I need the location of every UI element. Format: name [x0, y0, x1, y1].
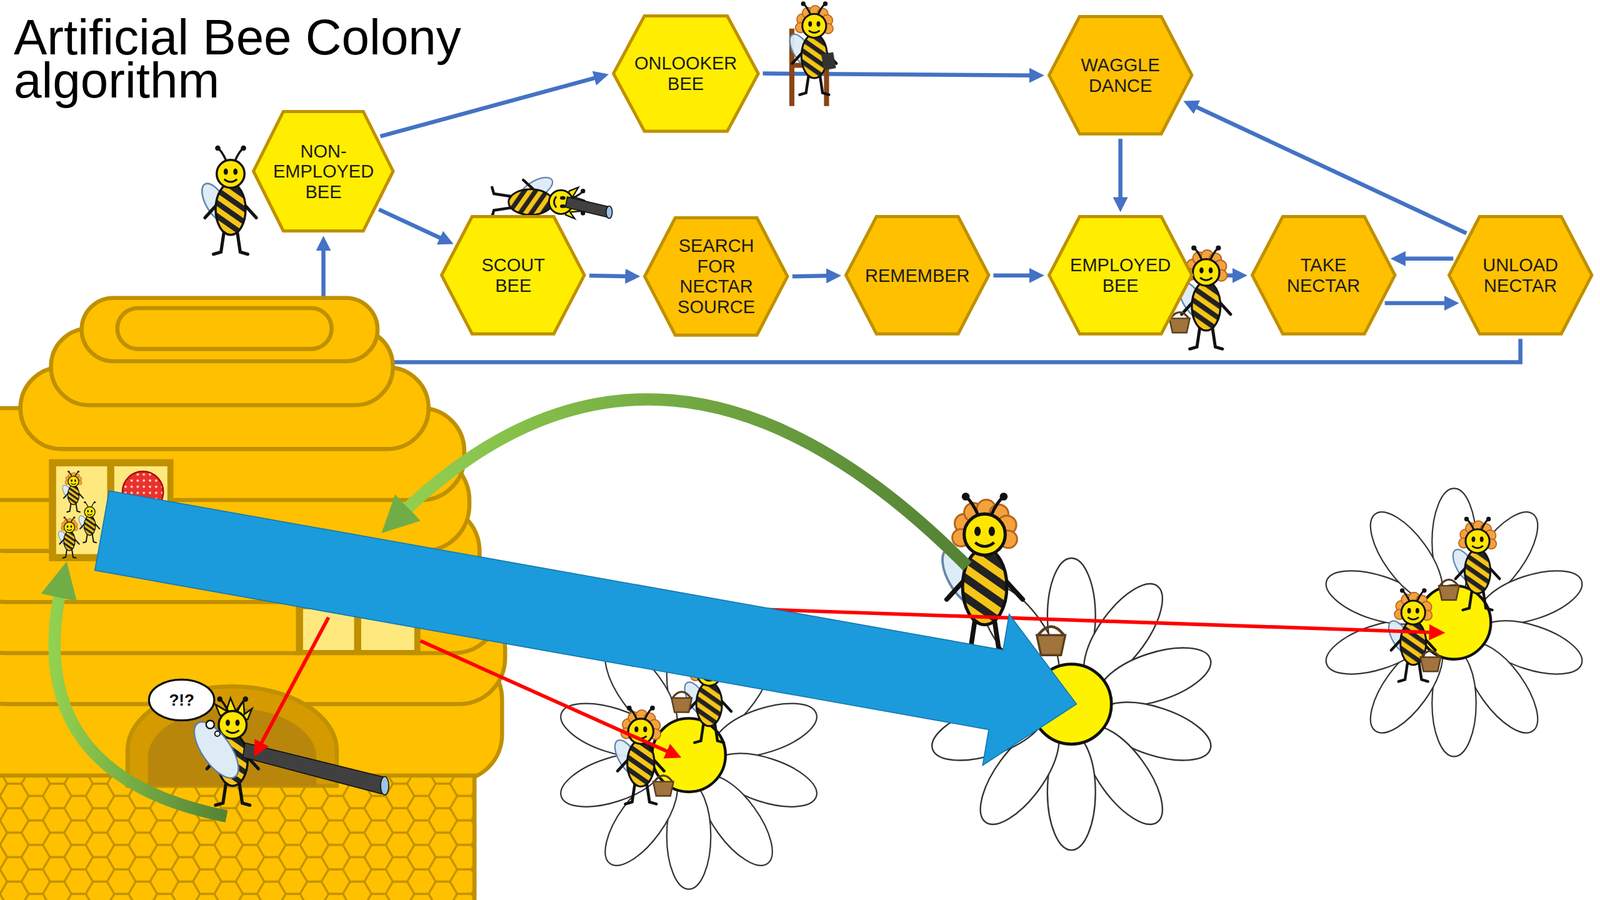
- step-text-box: WAGGLE DANCE: [1064, 55, 1177, 96]
- hexagon-step: SEARCH FOR NECTAR SOURCE: [643, 216, 789, 337]
- title-box: Artificial Bee Colony algorithm: [13, 16, 495, 103]
- scout-bee-at-door: [185, 715, 247, 785]
- hexagon-step: UNLOAD NECTAR: [1447, 215, 1594, 336]
- hexagon-shape: [1048, 216, 1192, 335]
- flow-arrow: [378, 209, 447, 241]
- flower-bees: [671, 691, 692, 713]
- hexagon-shape: [253, 111, 394, 232]
- thought-bubble: [148, 679, 214, 720]
- scout-bee-at-door: [380, 776, 389, 795]
- onlooker-bee: [785, 1, 837, 95]
- flower-bees: [1420, 651, 1442, 672]
- hive-window: [60, 470, 84, 512]
- hexagon-shape: [1448, 216, 1592, 335]
- big-blue-arrow: [95, 490, 1077, 765]
- step-label: SEARCH FOR NECTAR SOURCE: [660, 235, 773, 317]
- flow-arrow: [1398, 256, 1454, 262]
- step-label: REMEMBER: [865, 265, 970, 286]
- beehive: [117, 308, 332, 349]
- step-label: SCOUT BEE: [466, 255, 560, 296]
- label-box: ?!?: [156, 688, 207, 712]
- illustration: [1320, 488, 1589, 757]
- step-label: NON-EMPLOYED BEE: [268, 141, 379, 202]
- scout-bee-flying: [565, 196, 610, 218]
- scout-bee-at-door: [243, 743, 387, 795]
- hive-window: [56, 516, 79, 558]
- step-text-box: SCOUT BEE: [466, 255, 560, 296]
- hexagon-step: SCOUT BEE: [440, 215, 586, 336]
- hexagon-step: ONLOOKER BEE: [611, 14, 760, 133]
- flow-arrow: [792, 275, 834, 277]
- scout-bee-at-door: [185, 696, 389, 805]
- step-text-box: ONLOOKER BEE: [629, 53, 742, 94]
- thought-exclamation: ?!?: [168, 690, 194, 710]
- flow-arrow: [993, 273, 1037, 279]
- step-label: EMPLOYED BEE: [1064, 255, 1177, 296]
- step-label: ONLOOKER BEE: [629, 53, 742, 94]
- hive-window: [76, 501, 100, 543]
- step-text-box: UNLOAD NECTAR: [1464, 255, 1577, 296]
- hexagon-shape: [1251, 216, 1395, 335]
- flower-bees: [1036, 626, 1066, 655]
- flow-arrow: [1385, 301, 1452, 306]
- flower-bees: [653, 775, 674, 797]
- hexagon-step: REMEMBER: [844, 215, 990, 336]
- step-label: TAKE NECTAR: [1267, 255, 1380, 296]
- green-return-arrows: [54, 586, 227, 817]
- hexagon-shape: [645, 218, 788, 336]
- onlooker-bee: [785, 1, 837, 106]
- step-text-box: SEARCH FOR NECTAR SOURCE: [660, 235, 773, 317]
- hexagon-shape: [1048, 16, 1192, 135]
- step-label: UNLOAD NECTAR: [1464, 255, 1577, 296]
- beehive: [81, 298, 378, 362]
- step-label: WAGGLE DANCE: [1064, 55, 1177, 96]
- thought-bubble: [148, 679, 220, 737]
- diagram-title: Artificial Bee Colony algorithm: [13, 16, 495, 103]
- non-employed-bee: [196, 145, 257, 255]
- flow-arrow: [1118, 138, 1123, 205]
- non-employed-bee: [196, 145, 257, 255]
- hexagon-step: EMPLOYED BEE: [1047, 215, 1194, 336]
- green-return-arrows: [400, 399, 968, 567]
- hexagon-step: TAKE NECTAR: [1250, 215, 1397, 336]
- step-text-box: REMEMBER: [865, 265, 970, 286]
- thought-bubble: [206, 720, 215, 729]
- flow-arrow: [589, 275, 633, 277]
- red-flight-arrows: [256, 617, 329, 752]
- step-text-box: EMPLOYED BEE: [1064, 255, 1177, 296]
- scout-bee-flying: [606, 206, 613, 219]
- hexagon-step: NON-EMPLOYED BEE: [251, 110, 395, 233]
- hexagon-shape: [441, 216, 585, 335]
- flow-arrow: [763, 73, 1037, 76]
- hexagon-shape: [613, 15, 759, 131]
- beehive: [0, 775, 475, 900]
- hexagon-step: WAGGLE DANCE: [1047, 15, 1194, 136]
- step-text-box: NON-EMPLOYED BEE: [268, 141, 379, 202]
- connector-group: [323, 73, 1521, 363]
- step-text-box: TAKE NECTAR: [1267, 255, 1380, 296]
- thought-bubble: [215, 731, 220, 737]
- onlooker-bee: [821, 51, 837, 70]
- flow-arrow: [380, 76, 602, 137]
- flow-arrow: [1190, 104, 1467, 234]
- hexagon-shape: [846, 216, 989, 335]
- flower-bees: [1438, 579, 1460, 600]
